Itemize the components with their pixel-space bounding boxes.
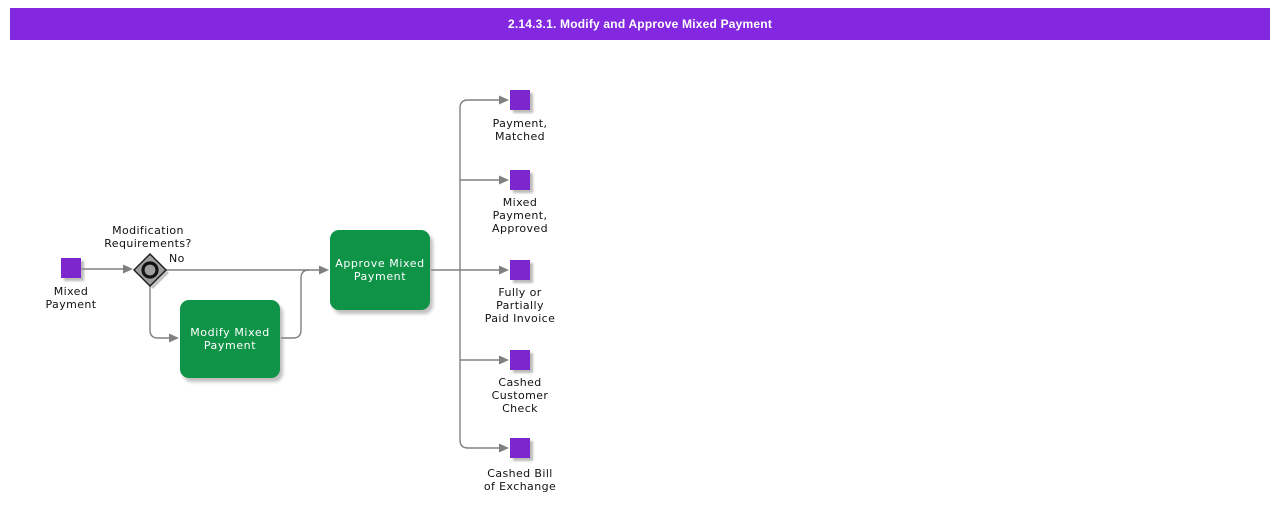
task-label: Approve Mixed Payment [335,257,425,283]
decision-no-label: No [169,252,185,265]
arrowhead-icon [169,333,179,343]
arrowhead-icon [499,175,509,185]
event-label-cashed-customer-check: Cashed Customer Check [491,376,549,415]
event-square-cashed-bill-of-exchange [510,438,530,458]
event-square-cashed-customer-check [510,350,530,370]
page-title: 2.14.3.1. Modify and Approve Mixed Payme… [507,17,773,31]
connector-branch-payment-matched [459,99,500,270]
arrowhead-icon [499,95,509,105]
arrowhead-icon [123,264,133,274]
event-square-mixed-payment [61,258,81,278]
event-square-paid-invoice [510,260,530,280]
task-approve-mixed-payment: Approve Mixed Payment [330,230,430,310]
task-modify-mixed-payment: Modify Mixed Payment [180,300,280,378]
event-label-payment-matched: Payment, Matched [492,117,548,143]
decision-question-label: Modification Requirements? [104,224,192,250]
arrowhead-icon [499,355,509,365]
event-label-paid-invoice: Fully or Partially Paid Invoice [484,286,556,325]
decision-node [133,253,169,289]
task-label: Modify Mixed Payment [190,326,270,352]
arrowhead-icon [499,265,509,275]
connector-modify-to-approve [281,269,310,339]
title-banner: 2.14.3.1. Modify and Approve Mixed Payme… [10,8,1270,40]
event-square-mixed-payment-approved [510,170,530,190]
event-label-mixed-payment-approved: Mixed Payment, Approved [492,196,548,235]
connector-decision-to-modify [149,286,170,339]
event-label-mixed-payment: Mixed Payment [45,285,97,311]
arrowhead-icon [499,443,509,453]
decision-diamond-icon [133,253,167,287]
arrowhead-icon [319,265,329,275]
merge-circle-icon [141,261,159,279]
connector-branch-cashed-bill [459,270,500,449]
event-label-cashed-bill-of-exchange: Cashed Bill of Exchange [483,467,557,493]
event-square-payment-matched [510,90,530,110]
